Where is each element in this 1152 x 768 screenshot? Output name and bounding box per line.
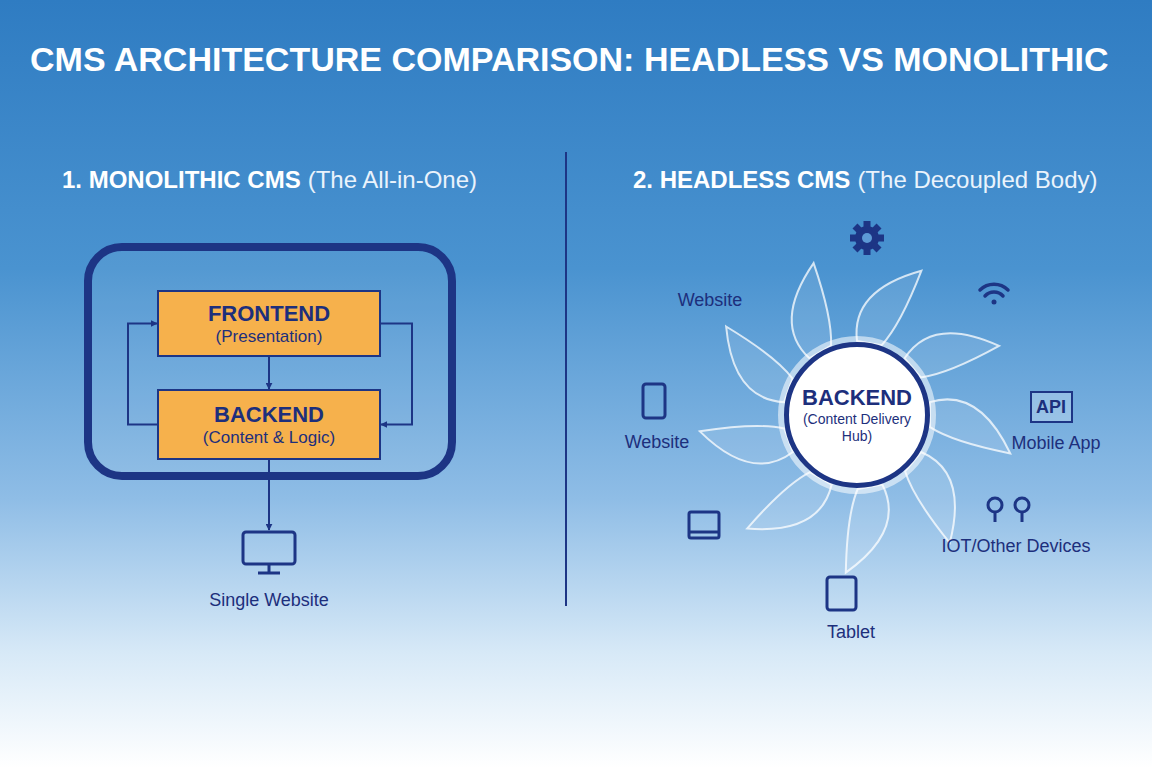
- node-heading: BACKEND: [214, 402, 324, 428]
- petal-shape: [930, 399, 1010, 453]
- petal-shape: [846, 485, 889, 573]
- section-subheading: (The All-in-One): [308, 166, 477, 194]
- petal-shape: [905, 452, 955, 543]
- node-subtext: (Presentation): [216, 327, 323, 347]
- frontend-box: FRONTEND(Presentation): [157, 290, 381, 357]
- node-heading: BACKEND: [802, 385, 912, 411]
- node-heading: API: [1036, 397, 1066, 418]
- diagram-title: CMS ARCHITECTURE COMPARISON: HEADLESS VS…: [30, 40, 1109, 79]
- petal-shape: [905, 333, 1000, 377]
- gear-icon: [850, 221, 884, 255]
- api-box: API: [1030, 391, 1073, 423]
- monolith-container: [88, 247, 452, 476]
- channel-label: Tablet: [827, 622, 875, 643]
- monitor-icon: [240, 530, 298, 576]
- section-heading: 2. HEADLESS CMS: [633, 166, 850, 194]
- flow-arrow: [128, 324, 157, 425]
- bulb-icons: [988, 498, 1029, 522]
- petal-shape: [726, 327, 792, 403]
- channel-label: Website: [625, 432, 690, 453]
- flow-arrow: [268, 460, 270, 530]
- section-subheading: (The Decoupled Body): [857, 166, 1097, 194]
- channel-label: Mobile App: [1011, 433, 1100, 454]
- flow-arrow: [381, 324, 412, 425]
- petal-shape: [700, 426, 793, 464]
- petal-shape: [856, 271, 921, 346]
- channel-label: IOT/Other Devices: [941, 536, 1090, 557]
- pinwheel-petals: [700, 263, 1010, 573]
- backend-hub-circle: BACKEND(Content Delivery Hub): [784, 342, 930, 488]
- petal-shape: [747, 472, 832, 529]
- backend-box: BACKEND(Content & Logic): [157, 389, 381, 460]
- laptop-icon: [689, 512, 719, 538]
- section-heading: 1. MONOLITHIC CMS: [62, 166, 301, 194]
- flow-arrow: [268, 357, 270, 389]
- wifi-icon: [980, 284, 1008, 304]
- phone-icon: [643, 384, 665, 418]
- channel-label: Website: [678, 290, 743, 311]
- node-heading: Single Website: [209, 590, 329, 611]
- website-output: Single Website: [189, 530, 349, 611]
- node-subtext: (Content Delivery Hub): [801, 411, 913, 446]
- divider-line: [565, 152, 567, 606]
- node-heading: FRONTEND: [208, 301, 330, 327]
- tablet-icon: [827, 577, 856, 610]
- node-subtext: (Content & Logic): [203, 428, 335, 448]
- petal-shape: [792, 263, 831, 358]
